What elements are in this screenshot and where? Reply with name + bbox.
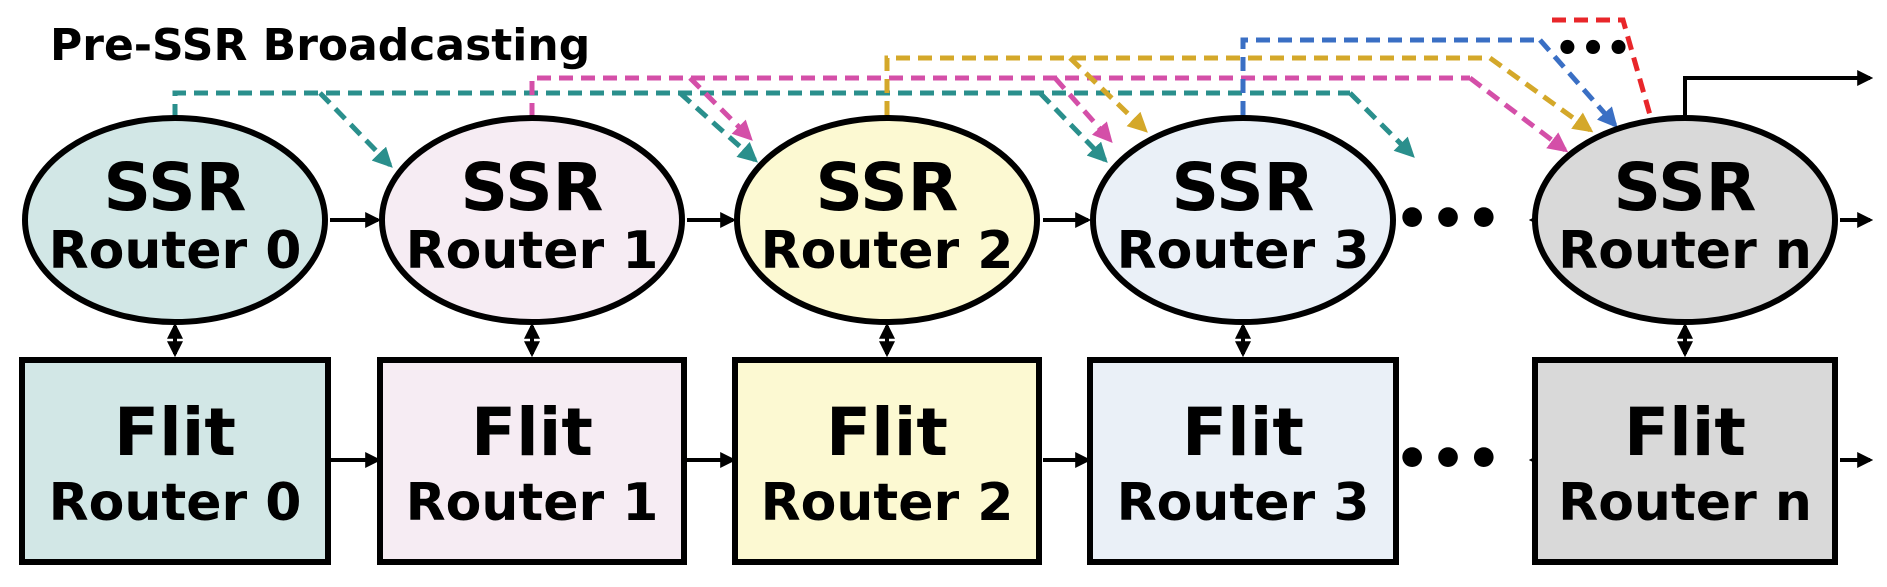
ssr-router-0-shape	[22, 115, 328, 325]
ssr-router-0-bottom: Router 0	[49, 221, 302, 281]
broadcast-drop-0-to-2	[678, 91, 758, 163]
ssr-router-n: SSR Router n	[1532, 115, 1838, 325]
flit-chain-ellipsis: •••	[1394, 427, 1501, 492]
broadcast-lines-router-1	[529, 75, 1569, 153]
ssr-router-2-top: SSR	[816, 149, 959, 226]
ssr-chain-ellipsis: •••	[1394, 187, 1501, 252]
flit-router-n: Flit Router n	[1532, 357, 1838, 565]
broadcast-bus-router-0	[172, 90, 1350, 118]
ssr-router-1: SSR Router 1	[379, 115, 685, 325]
ssr-router-n-top: SSR	[1614, 149, 1757, 226]
flit-router-0-shape	[19, 357, 331, 565]
router-n-broadcast-out	[1683, 70, 1874, 115]
broadcast-bus-router-1	[529, 75, 1470, 117]
ssr-router-3: SSR Router 3	[1090, 115, 1396, 325]
ssr-router-1-bottom: Router 1	[406, 221, 659, 281]
ssr-router-0: SSR Router 0	[22, 115, 328, 325]
flit-router-1-bottom: Router 1	[406, 473, 659, 533]
ssr-router-3-shape	[1090, 115, 1396, 325]
broadcast-drop-1-to-2	[688, 76, 753, 141]
flit-router-n-bottom: Router n	[1558, 473, 1812, 533]
broadcast-drop-3-to-n	[1538, 38, 1618, 128]
vertical-links	[167, 322, 1693, 358]
broadcast-bus-further	[1552, 17, 1653, 116]
flit-router-3-shape	[1087, 357, 1399, 565]
broadcast-lines-further	[1552, 17, 1653, 116]
flit-router-2-shape	[732, 357, 1042, 565]
ssr-router-3-bottom: Router 3	[1117, 221, 1370, 281]
broadcast-drop-0-to-1	[318, 91, 393, 168]
broadcast-lines-router-0	[172, 90, 1415, 168]
broadcast-drop-0-to-n	[1348, 91, 1415, 158]
ssr-router-3-top: SSR	[1172, 149, 1315, 226]
flit-router-2: Flit Router 2	[732, 357, 1042, 565]
flit-router-3-bottom: Router 3	[1117, 473, 1370, 533]
ssr-router-2-bottom: Router 2	[761, 221, 1014, 281]
flit-router-0-top: Flit	[114, 394, 236, 471]
broadcast-drop-1-to-n	[1468, 76, 1569, 153]
broadcast-ellipsis: •••	[1555, 26, 1632, 72]
flit-router-1: Flit Router 1	[377, 357, 687, 565]
broadcast-drop-0-to-3	[1038, 91, 1108, 163]
broadcast-drop-1-to-3	[1053, 76, 1113, 143]
flit-router-3: Flit Router 3	[1087, 357, 1399, 565]
flit-router-2-bottom: Router 2	[761, 473, 1014, 533]
ssr-router-1-shape	[379, 115, 685, 325]
ssr-router-n-bottom: Router n	[1558, 221, 1812, 281]
flit-router-n-top: Flit	[1624, 394, 1746, 471]
ssr-router-2: SSR Router 2	[734, 115, 1040, 325]
broadcast-bus-router-3	[1240, 37, 1540, 115]
flit-router-1-shape	[377, 357, 687, 565]
broadcast-bus-router-2	[884, 55, 1490, 115]
flit-router-n-shape	[1532, 357, 1838, 565]
flit-router-2-top: Flit	[826, 394, 948, 471]
ssr-router-n-shape	[1532, 115, 1838, 325]
ssr-router-0-top: SSR	[104, 149, 247, 226]
flit-router-3-top: Flit	[1182, 394, 1304, 471]
ssr-router-2-shape	[734, 115, 1040, 325]
broadcast-lines-router-2	[884, 55, 1594, 133]
flit-router-1-top: Flit	[471, 394, 593, 471]
broadcast-lines-router-3	[1240, 37, 1618, 128]
flit-router-0: Flit Router 0	[19, 357, 331, 565]
diagram-title: Pre-SSR Broadcasting	[50, 20, 590, 71]
flit-router-0-bottom: Router 0	[49, 473, 302, 533]
ssr-router-1-top: SSR	[461, 149, 604, 226]
broadcast-drop-2-to-3	[1068, 56, 1148, 133]
